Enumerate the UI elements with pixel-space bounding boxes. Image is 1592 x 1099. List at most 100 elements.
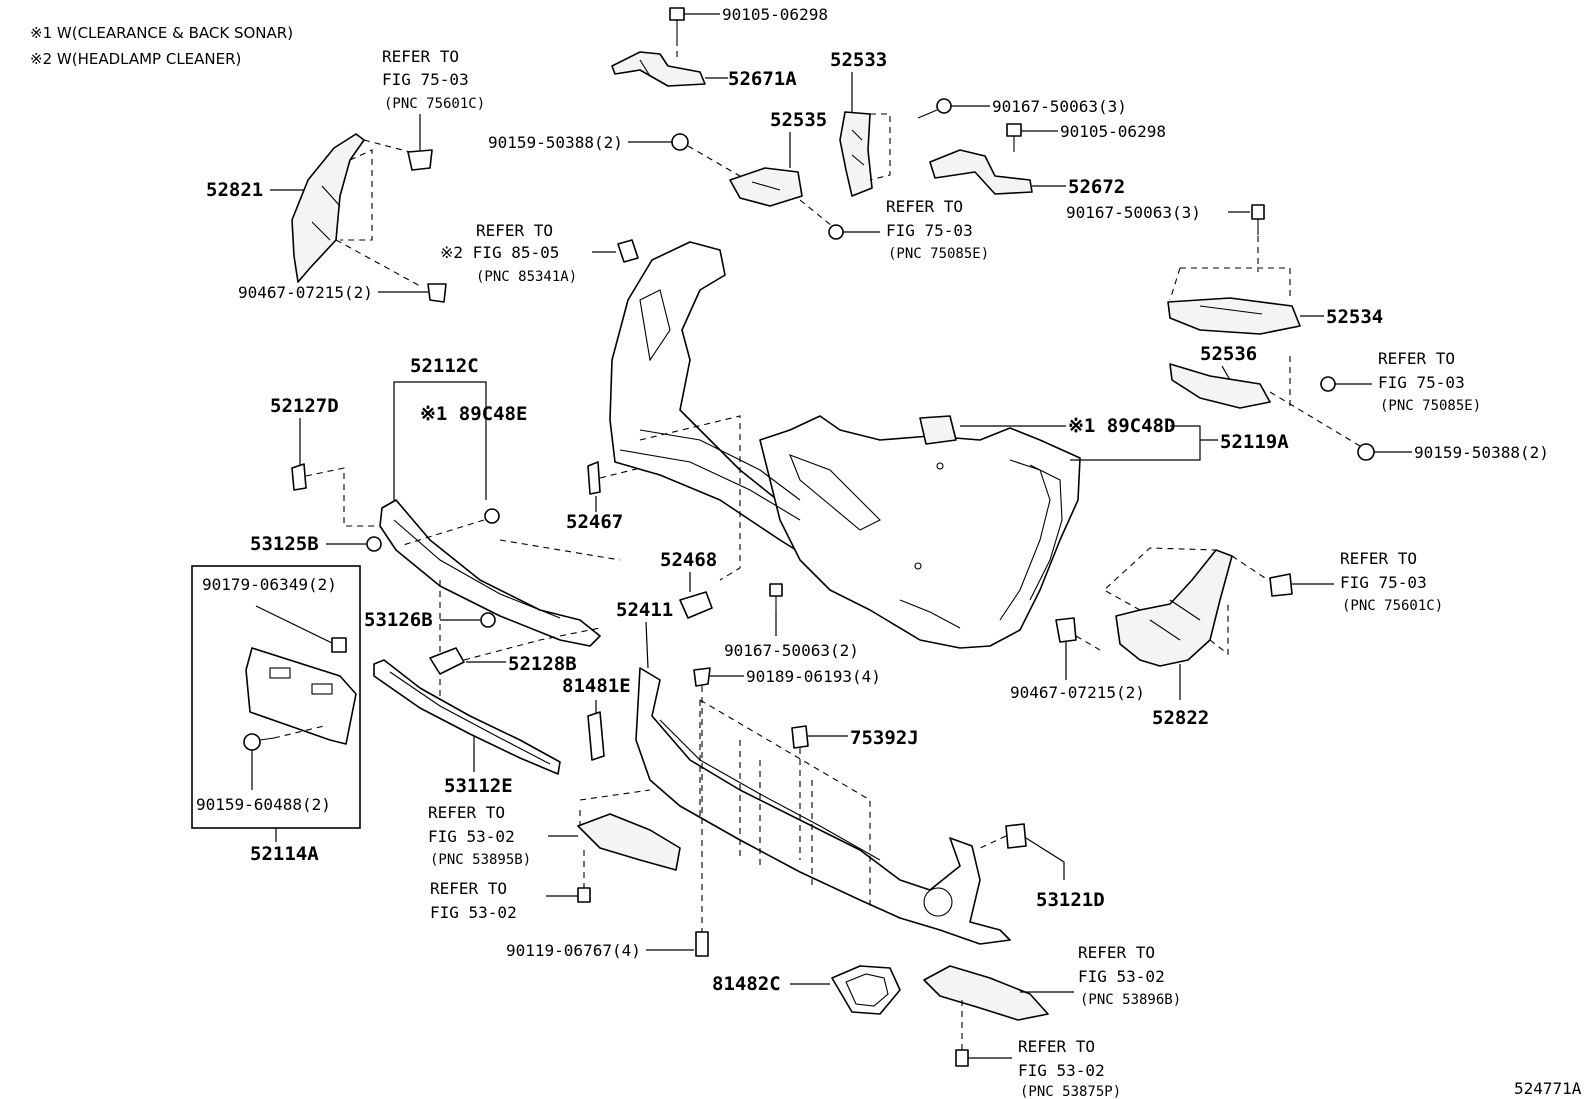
deflector-53896B[interactable] — [923, 965, 1049, 1021]
bolt-90105-top[interactable] — [669, 7, 685, 40]
label-53125B[interactable]: 53125B — [250, 533, 319, 555]
clip-52127D[interactable] — [291, 463, 307, 491]
bolt-r7[interactable] — [577, 887, 591, 903]
cover-52128B[interactable] — [429, 647, 465, 675]
bracket-52822[interactable] — [1115, 549, 1233, 667]
bolt-90167-c[interactable] — [769, 583, 783, 612]
label-52128B[interactable]: 52128B — [508, 653, 577, 675]
label-90105-top[interactable]: 90105-06298 — [722, 5, 828, 24]
cover-81482C[interactable] — [831, 965, 901, 1015]
refer-r5-l2[interactable]: FIG 75-03 — [1340, 573, 1427, 592]
refer-r7-l2[interactable]: FIG 53-02 — [430, 903, 517, 922]
refer-r2-l1[interactable]: REFER TO — [886, 197, 963, 216]
label-52535[interactable]: 52535 — [770, 109, 827, 131]
bracket-52672[interactable] — [929, 149, 1033, 195]
clip-90189[interactable] — [693, 667, 711, 687]
refer-r1-l2[interactable]: FIG 75-03 — [382, 70, 469, 89]
label-52468[interactable]: 52468 — [660, 549, 717, 571]
label-52533[interactable]: 52533 — [830, 49, 887, 71]
bolt-90167-a[interactable] — [917, 98, 952, 119]
label-81482C[interactable]: 81482C — [712, 973, 781, 995]
refer-r9-l3[interactable]: (PNC 53875P) — [1020, 1084, 1121, 1099]
label-90189-06193-4[interactable]: 90189-06193(4) — [746, 667, 881, 686]
label-90119-06767-4[interactable]: 90119-06767(4) — [506, 941, 641, 960]
nut-89C48E[interactable] — [484, 508, 500, 524]
refer-r7-l1[interactable]: REFER TO — [430, 879, 507, 898]
bracket-52534[interactable] — [1167, 297, 1301, 335]
label-90167-50063-3a[interactable]: 90167-50063(3) — [992, 97, 1127, 116]
clip-75601C-a[interactable] — [407, 149, 433, 171]
refer-r6-l2[interactable]: FIG 53-02 — [428, 827, 515, 846]
clip-90179[interactable] — [331, 637, 347, 653]
label-52127D[interactable]: 52127D — [270, 395, 339, 417]
bracket-52535[interactable] — [729, 167, 803, 207]
license-plate-bracket[interactable] — [245, 647, 357, 745]
bolt-90159-a[interactable] — [671, 133, 689, 151]
deflector-53895B[interactable] — [577, 813, 681, 871]
bolt-r9[interactable] — [955, 1049, 969, 1067]
refer-r6-l1[interactable]: REFER TO — [428, 803, 505, 822]
label-90467-07215-2b[interactable]: 90467-07215(2) — [1010, 683, 1145, 702]
label-52112C[interactable]: 52112C — [410, 355, 479, 377]
refer-r6-l3[interactable]: (PNC 53895B) — [430, 852, 531, 868]
cover-52468[interactable] — [679, 591, 713, 619]
label-89C48E[interactable]: ※1 89C48E — [420, 403, 527, 425]
refer-r4-l3[interactable]: (PNC 75085E) — [1380, 398, 1481, 414]
refer-r3-l1[interactable]: REFER TO — [476, 221, 553, 240]
label-52119A[interactable]: 52119A — [1220, 431, 1289, 453]
refer-r4-l2[interactable]: FIG 75-03 — [1378, 373, 1465, 392]
label-53126B[interactable]: 53126B — [364, 609, 433, 631]
label-90167-50063-3b[interactable]: 90167-50063(3) — [1066, 203, 1201, 222]
label-52671A[interactable]: 52671A — [728, 68, 797, 90]
refer-r3-l3[interactable]: (PNC 85341A) — [476, 269, 577, 285]
label-52114A[interactable]: 52114A — [250, 843, 319, 865]
label-53112E[interactable]: 53112E — [444, 775, 513, 797]
label-53121D[interactable]: 53121D — [1036, 889, 1105, 911]
label-52822[interactable]: 52822 — [1152, 707, 1209, 729]
clip-75085E-a[interactable] — [828, 224, 844, 240]
bolt-90159-60488[interactable] — [243, 733, 275, 751]
bracket-52536[interactable] — [1169, 363, 1271, 409]
bumper-cover-52119A[interactable] — [609, 241, 1081, 649]
refer-r2-l2[interactable]: FIG 75-03 — [886, 221, 973, 240]
clip-53121D[interactable] — [1005, 823, 1027, 849]
label-90167-50063-2[interactable]: 90167-50063(2) — [724, 641, 859, 660]
label-52536[interactable]: 52536 — [1200, 343, 1257, 365]
clip-90467-b[interactable] — [1055, 617, 1077, 643]
label-89C48D[interactable]: ※1 89C48D — [1068, 415, 1175, 437]
label-75392J[interactable]: 75392J — [850, 727, 919, 749]
label-90159-60488-2[interactable]: 90159-60488(2) — [196, 795, 331, 814]
label-52411[interactable]: 52411 — [616, 599, 673, 621]
clip-52467[interactable] — [587, 461, 601, 495]
label-90105-mid[interactable]: 90105-06298 — [1060, 122, 1166, 141]
clip-90467-a[interactable] — [427, 283, 447, 303]
bolt-90105-mid[interactable] — [1006, 123, 1022, 152]
clip-75085E-b[interactable] — [1320, 376, 1336, 392]
retainer-53112E[interactable] — [373, 659, 561, 775]
refer-r4-l1[interactable]: REFER TO — [1378, 349, 1455, 368]
label-81481E[interactable]: 81481E — [562, 675, 631, 697]
nut-53126B[interactable] — [480, 612, 496, 628]
bolt-90167-b[interactable] — [1251, 204, 1265, 235]
refer-r8-l3[interactable]: (PNC 53896B) — [1080, 992, 1181, 1008]
bolt-90159-b[interactable] — [1357, 443, 1375, 461]
refer-r2-l3[interactable]: (PNC 75085E) — [888, 246, 989, 262]
label-90159-50388-2b[interactable]: 90159-50388(2) — [1414, 443, 1549, 462]
clip-75601C-b[interactable] — [1269, 573, 1293, 597]
refer-r9-l1[interactable]: REFER TO — [1018, 1037, 1095, 1056]
sensor-retainer-89C48D[interactable] — [919, 415, 957, 445]
bracket-52533[interactable] — [839, 111, 873, 197]
screw-90119[interactable] — [695, 931, 709, 957]
headlamp-cleaner-cap[interactable] — [617, 239, 639, 263]
nut-53125B[interactable] — [366, 536, 382, 552]
bracket-52671A[interactable] — [611, 51, 706, 87]
label-52534[interactable]: 52534 — [1326, 306, 1383, 328]
label-90179-06349-2[interactable]: 90179-06349(2) — [202, 575, 337, 594]
clip-75392J[interactable] — [791, 725, 809, 749]
refer-r1-l1[interactable]: REFER TO — [382, 47, 459, 66]
bracket-52821[interactable] — [291, 133, 365, 283]
label-90159-50388-2a[interactable]: 90159-50388(2) — [488, 133, 623, 152]
label-90467-07215-2a[interactable]: 90467-07215(2) — [238, 283, 373, 302]
refer-r3-l2[interactable]: ※2 FIG 85-05 — [440, 243, 559, 262]
refer-r9-l2[interactable]: FIG 53-02 — [1018, 1061, 1105, 1080]
